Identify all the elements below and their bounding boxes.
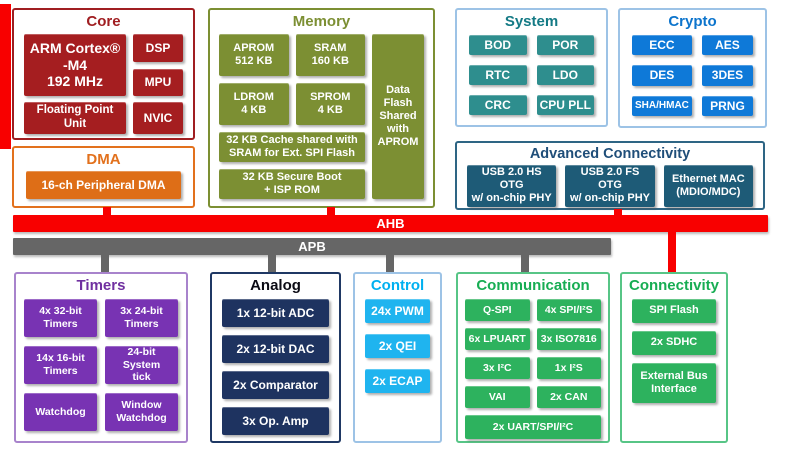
qei-box: 2x QEI xyxy=(365,334,430,358)
memory-title: Memory xyxy=(292,13,351,30)
i2c-box: 3x I²C xyxy=(465,357,530,379)
control-title: Control xyxy=(370,277,425,294)
analog-stack: 1x 12-bit ADC 2x 12-bit DAC 2x Comparato… xyxy=(212,296,339,446)
secure-boot-box: 32 KB Secure Boot + ISP ROM xyxy=(219,169,365,199)
memory-block: Memory APROM 512 KB SRAM 160 KB LDROM 4 … xyxy=(208,8,435,208)
apb-to-control-connector xyxy=(386,255,394,272)
comparator-box: 2x Comparator xyxy=(222,371,329,399)
usb-fs-otg-box: USB 2.0 FS OTG w/ on-chip PHY xyxy=(565,165,655,207)
vai-box: VAI xyxy=(465,386,530,408)
por-box: POR xyxy=(536,35,594,55)
op-amp-box: 3x Op. Amp xyxy=(222,407,329,435)
window-watchdog-box: Window Watchdog xyxy=(105,393,178,431)
crypto-block: Crypto ECC AES DES 3DES SHA/HMAC PRNG xyxy=(618,8,767,128)
uart-spi-i2c-box: 2x UART/SPI/I²C xyxy=(465,415,601,439)
data-flash-box: Data Flash Shared with APROM xyxy=(372,34,424,199)
crc-box: CRC xyxy=(469,95,527,115)
can-box: 2x CAN xyxy=(536,386,601,408)
core-grid: ARM Cortex® -M4 192 MHz DSP MPU Floating… xyxy=(14,32,193,142)
ahb-bus: AHB xyxy=(13,215,768,232)
16bit-timers-box: 14x 16-bit Timers xyxy=(24,346,97,384)
core-block: Core ARM Cortex® -M4 192 MHz DSP MPU Flo… xyxy=(12,8,195,140)
iso7816-box: 3x ISO7816 xyxy=(536,328,601,350)
ecap-box: 2x ECAP xyxy=(365,369,430,393)
dma-block: DMA 16-ch Peripheral DMA xyxy=(12,146,195,208)
memory-grid: APROM 512 KB SRAM 160 KB LDROM 4 KB SPRO… xyxy=(219,34,365,199)
usb-hs-otg-box: USB 2.0 HS OTG w/ on-chip PHY xyxy=(467,165,557,207)
3des-box: 3DES xyxy=(701,65,753,86)
timers-block: Timers 4x 32-bit Timers 3x 24-bit Timers… xyxy=(14,272,188,443)
control-block: Control 24x PWM 2x QEI 2x ECAP xyxy=(353,272,442,443)
apb-bus: APB xyxy=(13,238,611,255)
analog-block: Analog 1x 12-bit ADC 2x 12-bit DAC 2x Co… xyxy=(210,272,341,443)
timers-grid: 4x 32-bit Timers 3x 24-bit Timers 14x 16… xyxy=(16,296,186,434)
connectivity-title: Connectivity xyxy=(628,277,719,294)
ldo-box: LDO xyxy=(536,65,594,85)
sdhc-box: 2x SDHC xyxy=(632,331,716,355)
prng-box: PRNG xyxy=(701,95,753,116)
apb-to-communication-connector xyxy=(521,255,529,272)
ethernet-mac-box: Ethernet MAC (MDIO/MDC) xyxy=(663,165,753,207)
ahb-to-connectivity-connector xyxy=(668,232,676,272)
system-grid: BOD POR RTC LDO CRC CPU PLL xyxy=(457,32,606,125)
crypto-grid: ECC AES DES 3DES SHA/HMAC PRNG xyxy=(620,32,765,126)
ldrom-box: LDROM 4 KB xyxy=(219,83,289,125)
control-stack: 24x PWM 2x QEI 2x ECAP xyxy=(355,296,440,407)
apb-to-analog-connector xyxy=(268,255,276,272)
advanced-connectivity-title: Advanced Connectivity xyxy=(529,146,691,162)
external-bus-interface-box: External Bus Interface xyxy=(632,363,716,403)
system-tick-box: 24-bit System tick xyxy=(105,346,178,384)
connectivity-stack: SPI Flash 2x SDHC External Bus Interface xyxy=(622,296,726,414)
32bit-timers-box: 4x 32-bit Timers xyxy=(24,299,97,337)
dma-title: DMA xyxy=(86,151,121,168)
dsp-box: DSP xyxy=(133,34,183,62)
sha-hmac-box: SHA/HMAC xyxy=(632,95,692,116)
sram-box: SRAM 160 KB xyxy=(295,34,365,76)
timers-title: Timers xyxy=(76,277,126,294)
aprom-box: APROM 512 KB xyxy=(219,34,289,76)
connectivity-block: Connectivity SPI Flash 2x SDHC External … xyxy=(620,272,728,443)
i2s-box: 1x I²S xyxy=(536,357,601,379)
left-edge-bus-strip xyxy=(0,4,11,149)
analog-title: Analog xyxy=(250,277,301,294)
dma-to-ahb-connector xyxy=(103,207,111,216)
advanced-connectivity-grid: USB 2.0 HS OTG w/ on-chip PHY USB 2.0 FS… xyxy=(457,164,763,215)
watchdog-box: Watchdog xyxy=(24,393,97,431)
memory-layout: APROM 512 KB SRAM 160 KB LDROM 4 KB SPRO… xyxy=(210,32,433,208)
qspi-box: Q-SPI xyxy=(465,299,530,321)
advconn-to-ahb-connector xyxy=(614,209,622,216)
adc-box: 1x 12-bit ADC xyxy=(222,299,329,327)
dac-box: 2x 12-bit DAC xyxy=(222,335,329,363)
communication-grid: Q-SPI 4x SPI/I²S 6x LPUART 3x ISO7816 3x… xyxy=(458,296,608,442)
pwm-box: 24x PWM xyxy=(365,299,430,323)
communication-title: Communication xyxy=(476,277,590,294)
system-block: System BOD POR RTC LDO CRC CPU PLL xyxy=(455,8,608,127)
core-title: Core xyxy=(86,13,121,30)
rtc-box: RTC xyxy=(469,65,527,85)
memory-to-ahb-connector xyxy=(327,207,335,216)
spi-flash-box: SPI Flash xyxy=(632,299,716,323)
aes-box: AES xyxy=(701,35,753,56)
spi-i2s-box: 4x SPI/I²S xyxy=(536,299,601,321)
apb-to-timers-connector xyxy=(101,255,109,272)
arm-cortex-m4-box: ARM Cortex® -M4 192 MHz xyxy=(24,34,126,96)
communication-block: Communication Q-SPI 4x SPI/I²S 6x LPUART… xyxy=(456,272,610,443)
bod-box: BOD xyxy=(469,35,527,55)
mpu-box: MPU xyxy=(133,68,183,96)
cpu-pll-box: CPU PLL xyxy=(536,95,594,115)
ecc-box: ECC xyxy=(632,35,692,56)
fpu-box: Floating Point Unit xyxy=(24,102,126,134)
24bit-timers-box: 3x 24-bit Timers xyxy=(105,299,178,337)
peripheral-dma-box: 16-ch Peripheral DMA xyxy=(26,171,181,199)
cache-box: 32 KB Cache shared with SRAM for Ext. SP… xyxy=(219,132,365,162)
crypto-title: Crypto xyxy=(668,13,717,30)
system-title: System xyxy=(504,13,559,30)
nvic-box: NVIC xyxy=(133,102,183,134)
des-box: DES xyxy=(632,65,692,86)
sprom-box: SPROM 4 KB xyxy=(295,83,365,125)
advanced-connectivity-block: Advanced Connectivity USB 2.0 HS OTG w/ … xyxy=(455,141,765,210)
lpuart-box: 6x LPUART xyxy=(465,328,530,350)
dsp-mpu-column: DSP MPU xyxy=(133,34,183,96)
